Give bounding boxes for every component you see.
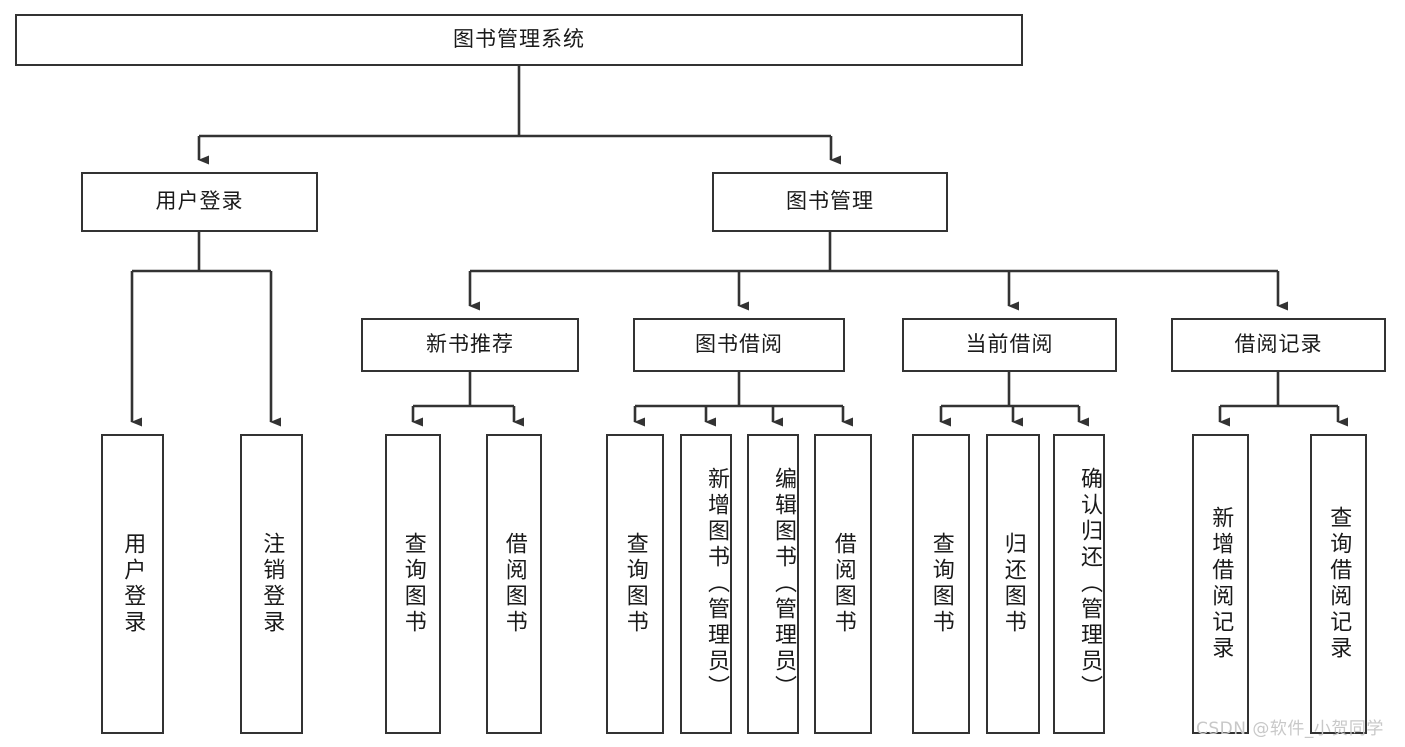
node-leaf-logout[interactable]: 注销登录 xyxy=(240,434,303,734)
node-borrow-record-label: 借阅记录 xyxy=(1234,332,1323,357)
node-leaf-add-book-admin-label: 新增图书（管理员） xyxy=(704,467,729,701)
node-leaf-user-login-label: 用户登录 xyxy=(120,532,146,636)
node-leaf-query-book-recommend[interactable]: 查询图书 xyxy=(385,434,441,734)
node-leaf-borrow-book-borrow[interactable]: 借阅图书 xyxy=(814,434,872,734)
node-leaf-query-book-borrow-label: 查询图书 xyxy=(622,532,648,636)
node-new-book-recommend[interactable]: 新书推荐 xyxy=(361,318,579,372)
node-leaf-logout-label: 注销登录 xyxy=(259,532,285,636)
node-current-borrow-label: 当前借阅 xyxy=(965,332,1054,357)
node-current-borrow[interactable]: 当前借阅 xyxy=(902,318,1117,372)
node-leaf-edit-book-admin-label: 编辑图书（管理员） xyxy=(771,467,796,701)
node-root-label: 图书管理系统 xyxy=(453,27,585,52)
node-leaf-borrow-book-recommend[interactable]: 借阅图书 xyxy=(486,434,542,734)
node-leaf-add-book-admin[interactable]: 新增图书（管理员） xyxy=(680,434,732,734)
node-leaf-confirm-return-admin-label: 确认归还（管理员） xyxy=(1077,467,1102,701)
node-book-management-label: 图书管理 xyxy=(786,189,874,214)
node-leaf-confirm-return-admin[interactable]: 确认归还（管理员） xyxy=(1053,434,1105,734)
node-leaf-edit-book-admin[interactable]: 编辑图书（管理员） xyxy=(747,434,799,734)
node-leaf-query-book-current[interactable]: 查询图书 xyxy=(912,434,970,734)
node-leaf-borrow-book-borrow-label: 借阅图书 xyxy=(830,532,856,636)
node-leaf-query-book-borrow[interactable]: 查询图书 xyxy=(606,434,664,734)
node-root[interactable]: 图书管理系统 xyxy=(15,14,1023,66)
node-leaf-borrow-book-recommend-label: 借阅图书 xyxy=(501,532,527,636)
node-leaf-query-book-current-label: 查询图书 xyxy=(928,532,954,636)
node-leaf-query-borrow-record-label: 查询借阅记录 xyxy=(1326,506,1352,662)
node-book-borrow-label: 图书借阅 xyxy=(695,332,783,357)
node-leaf-add-borrow-record[interactable]: 新增借阅记录 xyxy=(1192,434,1249,734)
node-leaf-user-login[interactable]: 用户登录 xyxy=(101,434,164,734)
node-user-login[interactable]: 用户登录 xyxy=(81,172,318,232)
node-book-management[interactable]: 图书管理 xyxy=(712,172,948,232)
node-leaf-add-borrow-record-label: 新增借阅记录 xyxy=(1208,506,1234,662)
node-leaf-return-book[interactable]: 归还图书 xyxy=(986,434,1040,734)
node-leaf-query-borrow-record[interactable]: 查询借阅记录 xyxy=(1310,434,1367,734)
node-new-book-recommend-label: 新书推荐 xyxy=(426,332,514,357)
node-leaf-query-book-recommend-label: 查询图书 xyxy=(400,532,426,636)
node-book-borrow[interactable]: 图书借阅 xyxy=(633,318,845,372)
node-user-login-label: 用户登录 xyxy=(155,189,244,214)
csdn-watermark: CSDN @软件_小贺同学 xyxy=(1196,719,1384,739)
node-borrow-record[interactable]: 借阅记录 xyxy=(1171,318,1386,372)
node-leaf-return-book-label: 归还图书 xyxy=(1000,532,1026,636)
